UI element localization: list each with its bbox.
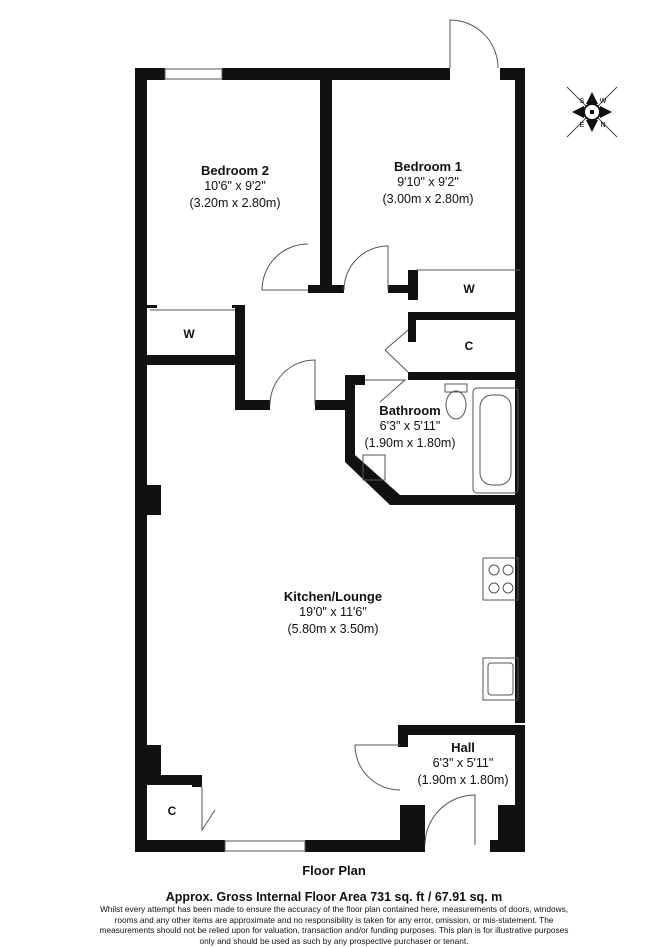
floor-area: Approx. Gross Internal Floor Area 731 sq…	[165, 890, 503, 904]
room-metric: (1.90m x 1.80m)	[364, 436, 456, 450]
room-name: Kitchen/Lounge	[283, 589, 383, 604]
room-metric: (3.20m x 2.80m)	[189, 196, 281, 210]
room-name: Bedroom 1	[394, 159, 462, 174]
room-metric: (3.00m x 2.80m)	[382, 192, 474, 206]
compass-letter: W	[600, 98, 607, 105]
cupboard-label: C	[167, 804, 177, 818]
disclaimer: Whilst every attempt has been made to en…	[100, 904, 569, 946]
room-imperial: 19'0" x 11'6"	[299, 605, 367, 619]
room-bathroom: Bathroom 6'3" x 5'11" (1.90m x 1.80m)	[364, 403, 455, 452]
compass-letter: S	[580, 98, 585, 105]
room-name: Bathroom	[379, 403, 441, 418]
room-name: Hall	[451, 740, 475, 755]
room-name: Bedroom 2	[201, 163, 269, 178]
room-metric: (1.90m x 1.80m)	[417, 773, 509, 787]
disclaimer-line: measurements should not be relied upon f…	[99, 925, 569, 935]
room-kitchen-lounge: Kitchen/Lounge 19'0" x 11'6" (5.80m x 3.…	[284, 589, 382, 638]
compass-letter: E	[580, 122, 585, 129]
room-metric: (5.80m x 3.50m)	[287, 622, 379, 636]
disclaimer-line: rooms and any other items are approximat…	[114, 914, 554, 925]
wardrobe-label: W	[183, 327, 195, 341]
compass-letter: N	[600, 122, 605, 129]
room-bedroom-1: Bedroom 1 9'10" x 9'2" (3.00m x 2.80m)	[382, 159, 473, 208]
room-imperial: 10'6" x 9'2"	[204, 179, 266, 193]
disclaimer-line: Whilst every attempt has been made to en…	[99, 904, 569, 914]
wardrobe-label: W	[463, 282, 475, 296]
room-hall: Hall 6'3" x 5'11" (1.90m x 1.80m)	[417, 740, 508, 789]
cupboard-label: C	[464, 339, 474, 353]
room-imperial: 6'3" x 5'11"	[432, 756, 494, 770]
disclaimer-line: only and should be used as such by any p…	[199, 935, 469, 946]
room-bedroom-2: Bedroom 2 10'6" x 9'2" (3.20m x 2.80m)	[189, 163, 280, 212]
room-imperial: 6'3" x 5'11"	[379, 419, 441, 433]
doors-windows	[150, 19, 520, 852]
room-imperial: 9'10" x 9'2"	[397, 175, 459, 189]
compass-icon: S W E N	[566, 86, 618, 138]
plan-title: Floor Plan	[302, 863, 366, 878]
